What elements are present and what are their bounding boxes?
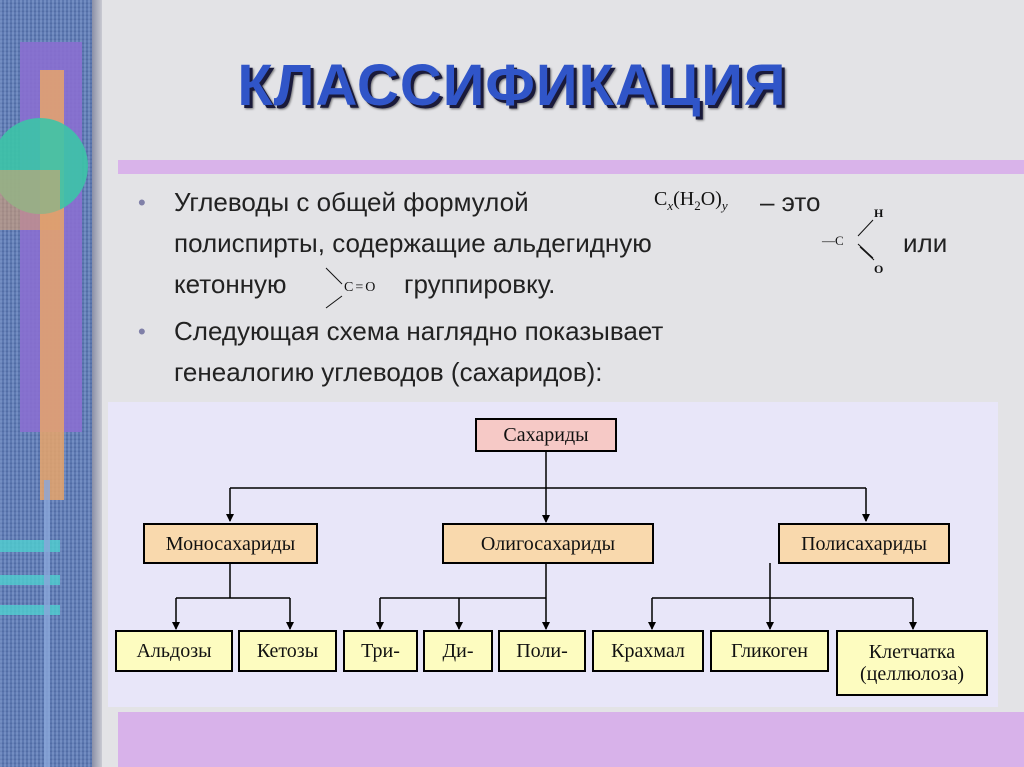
ketone-group-structure <box>325 267 343 309</box>
node-cellulose-line-1: Клетчатка <box>868 641 956 663</box>
aldehyde-h: H <box>874 206 884 220</box>
bullet-1-line-1b: – это <box>760 187 821 217</box>
formula-x: x <box>667 198 674 213</box>
node-poly: Поли- <box>498 630 586 672</box>
bullet-2-line-2: генеалогию углеводов (сахаридов): <box>174 357 603 387</box>
bullet-2-line-1: Следующая схема наглядно показывает <box>174 316 664 346</box>
bullet-marker: • <box>138 319 146 344</box>
node-cellulose: Клетчатка (целлюлоза) <box>836 630 988 696</box>
node-oligosaccharides: Олигосахариды <box>442 523 654 564</box>
strip-edge-shadow <box>92 0 102 767</box>
bullet-1-line-2a: полиспирты, содержащие альдегидную <box>174 228 652 258</box>
bullet-1-line-1a: Углеводы с общей формулой <box>174 187 529 217</box>
decorative-cyan-stripe <box>0 605 60 615</box>
node-saccharides: Сахариды <box>475 418 617 452</box>
bullet-1-line-2b: или <box>903 228 948 258</box>
formula-o: O) <box>700 188 722 210</box>
ketone-formula: C=O <box>344 280 378 295</box>
aldehyde-group-structure <box>857 219 875 261</box>
formula-2: 2 <box>694 198 701 213</box>
slide-title: КЛАССИФИКАЦИЯ <box>237 53 787 118</box>
node-tri: Три- <box>343 630 418 672</box>
formula-h: (H <box>673 188 695 210</box>
node-polysaccharides: Полисахариды <box>778 523 950 564</box>
formula-y: y <box>721 198 728 213</box>
node-monosaccharides: Моносахариды <box>143 523 318 564</box>
node-starch: Крахмал <box>592 630 704 672</box>
title-underline-bar <box>118 160 1024 174</box>
general-formula: Cx(H2O)y <box>654 188 728 214</box>
aldehyde-o: O <box>874 262 884 276</box>
decorative-orange-square <box>0 170 60 230</box>
node-cellulose-line-2: (целлюлоза) <box>859 663 965 685</box>
decorative-cyan-stripe <box>0 575 60 585</box>
node-aldoses: Альдозы <box>115 630 233 672</box>
bullet-marker: • <box>138 190 146 215</box>
bullet-1-line-3b: группировку. <box>404 269 556 299</box>
bullet-1-line-3a: кетонную <box>174 269 287 299</box>
aldehyde-c: —C <box>822 233 844 248</box>
node-glycogen: Гликоген <box>710 630 829 672</box>
node-di: Ди- <box>423 630 493 672</box>
bottom-accent-bar <box>118 712 1024 767</box>
formula-c: C <box>654 188 668 210</box>
node-ketoses: Кетозы <box>238 630 337 672</box>
decorative-vertical-line <box>44 480 50 767</box>
